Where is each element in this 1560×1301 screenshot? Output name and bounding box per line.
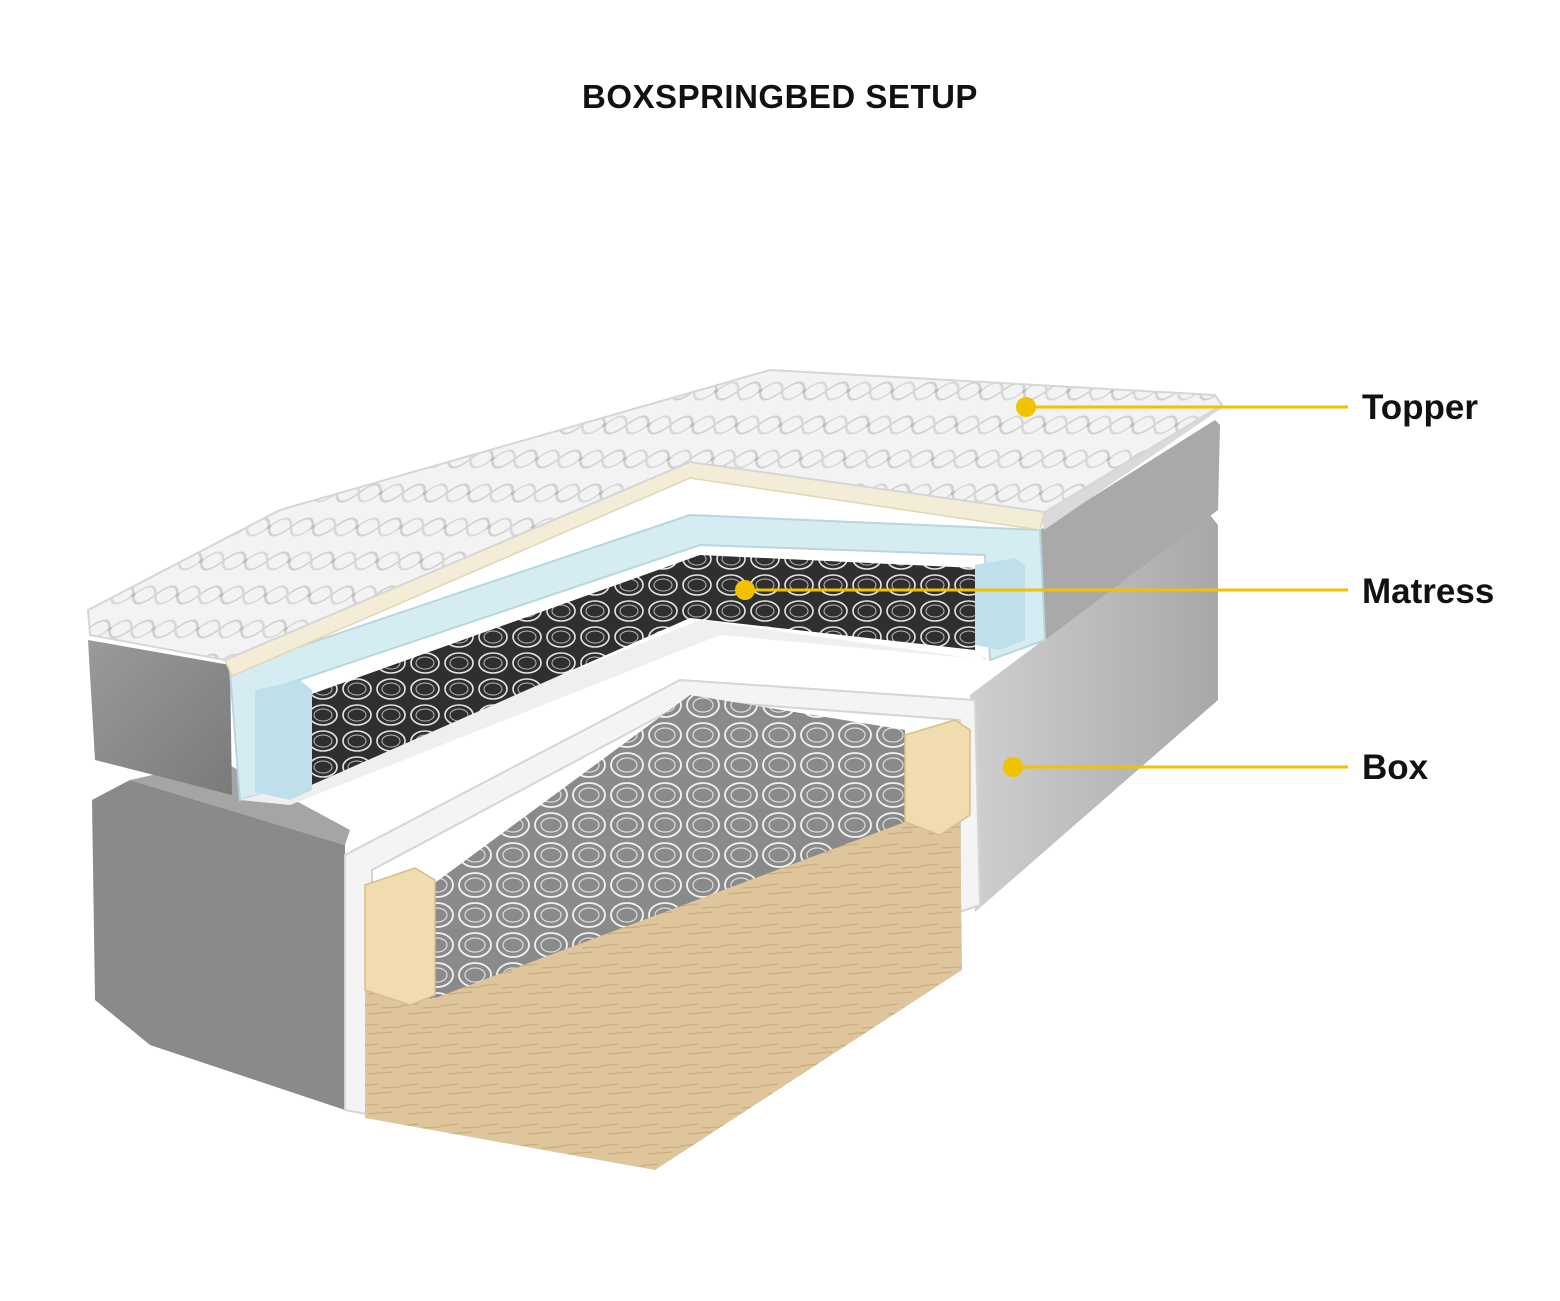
topper-quilted-surface <box>86 368 1224 662</box>
callout-label-mattress: Matress <box>1362 572 1495 611</box>
box-foam-block-left <box>364 867 436 1006</box>
callout-topper <box>1016 397 1348 417</box>
box-padding <box>344 678 982 1117</box>
callout-mattress <box>735 580 1348 600</box>
callout-box-dot <box>1003 757 1023 777</box>
callout-box <box>1003 757 1348 777</box>
mattress-foam-block-right <box>975 558 1025 650</box>
callout-label-topper: Topper <box>1362 388 1479 427</box>
box-wood-front <box>365 800 962 1170</box>
topper-layer <box>86 368 1224 677</box>
diagram-title: BOXSPRINGBED SETUP <box>582 78 978 115</box>
box-springs <box>430 695 905 1000</box>
mattress-springs <box>295 555 975 790</box>
callouts <box>735 397 1348 777</box>
mattress-side-front <box>88 640 232 795</box>
box-side-right <box>970 515 1218 912</box>
mattress-foam-block-left <box>255 680 312 800</box>
mattress-layer <box>88 420 1220 805</box>
box-layer <box>92 515 1218 1170</box>
callout-mattress-dot <box>735 580 755 600</box>
mattress-inner-padding <box>240 620 990 805</box>
callout-topper-dot <box>1016 397 1036 417</box>
box-side-front <box>92 780 345 1110</box>
callout-label-box: Box <box>1362 748 1429 787</box>
mattress-side-right <box>1040 420 1220 640</box>
box-foam-block-right <box>904 719 971 836</box>
